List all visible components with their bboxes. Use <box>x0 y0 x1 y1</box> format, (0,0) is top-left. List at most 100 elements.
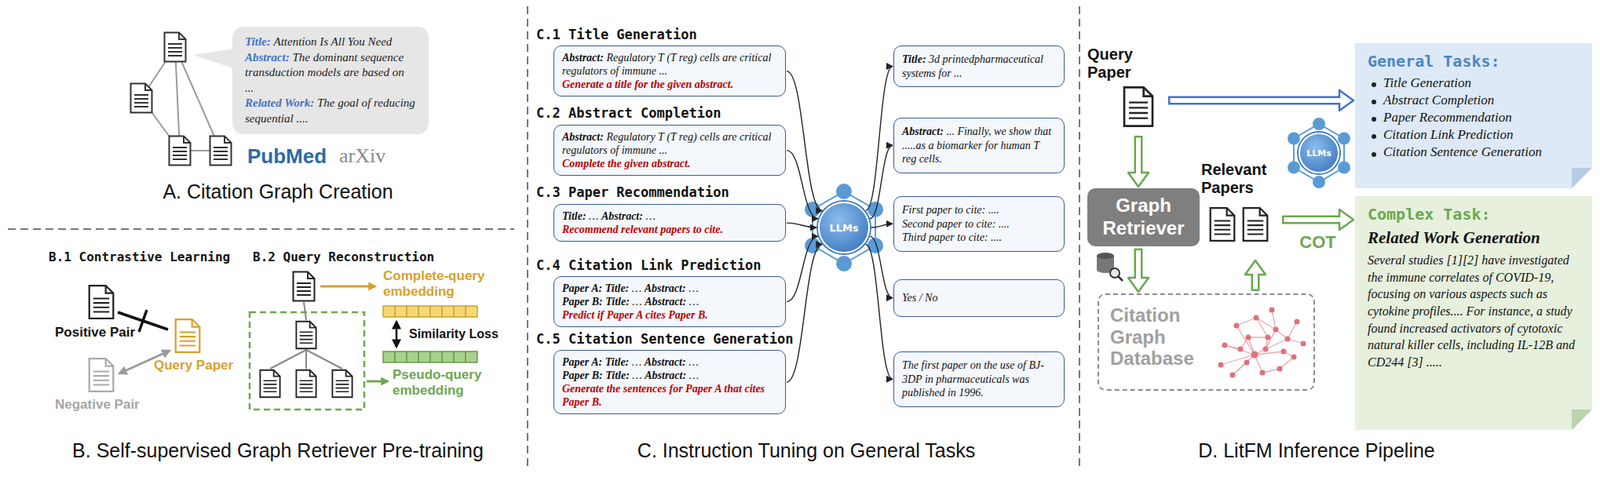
curve-arrow <box>786 71 822 212</box>
text: Yes / No <box>902 292 938 304</box>
text: Abstract: <box>562 51 604 64</box>
llm-satellite <box>1338 162 1350 174</box>
output-box: Title:3d printedpharmaceutical systems f… <box>893 45 1065 88</box>
text: Abstract Completion <box>1367 91 1580 110</box>
connector <box>865 66 893 212</box>
network-dot <box>1253 315 1260 322</box>
section-heading: C.2 Abstract Completion <box>536 105 721 121</box>
embedding-label: Complete-query embedding <box>383 268 501 301</box>
connector <box>871 223 893 228</box>
curve-arrow <box>786 236 819 302</box>
text: Title Generation <box>1367 74 1580 92</box>
embedding-bar <box>383 351 478 363</box>
text: Paper A: <box>562 282 603 295</box>
network-dot <box>1273 327 1279 333</box>
paper-icon <box>131 84 153 114</box>
embedding-label: Pseudo-query embedding <box>392 367 511 400</box>
llm-satellite <box>1313 176 1325 188</box>
input-box: Paper A:Title:…Abstract:…Paper B:Title:…… <box>553 276 786 328</box>
embedding-cells <box>394 306 466 318</box>
network-dot <box>1291 354 1297 361</box>
llm-satellite <box>836 256 852 271</box>
bubble-tail <box>193 48 236 70</box>
output-box: Yes / No <box>893 279 1065 318</box>
text: Relevant Papers <box>1201 160 1267 197</box>
text: Paper Recommendation <box>1367 109 1580 127</box>
text: The first paper on the use of BJ-3DP in … <box>902 359 1045 399</box>
curve-arrow <box>869 236 893 298</box>
connector <box>1128 248 1149 293</box>
output-box: First paper to cite: ....Second paper to… <box>893 196 1065 253</box>
text: … <box>631 295 642 308</box>
network-dot <box>1285 336 1291 343</box>
text: Graph Retriever <box>1102 194 1184 239</box>
llm-circle: LLMs <box>1298 132 1340 174</box>
embedding-cells <box>394 351 466 363</box>
connector <box>869 145 893 219</box>
paper-icon <box>293 272 315 302</box>
panel-caption: B. Self-supervised Graph Retriever Pre-t… <box>26 439 530 463</box>
input-box: Title:…Abstract:…Recommend relevant pape… <box>553 204 786 242</box>
curve-arrow <box>786 244 822 383</box>
paper-icon <box>169 136 191 166</box>
paper-icon <box>89 358 114 392</box>
text: Recommend relevant papers to cite. <box>562 223 724 236</box>
text: Title: <box>902 53 927 66</box>
paper-icon <box>259 370 280 399</box>
curve-arrow <box>865 244 893 380</box>
text: Third paper to cite: .... <box>902 231 1002 244</box>
separators <box>7 6 1080 472</box>
arrow-hollow <box>1136 250 1141 282</box>
pipeline-icons <box>1096 87 1307 378</box>
text: Title: <box>605 356 630 369</box>
network-dot <box>1277 366 1283 373</box>
llm-network-d <box>1288 118 1350 188</box>
text: Abstract: <box>644 369 687 382</box>
text: … <box>688 282 698 295</box>
text: LLMs <box>1306 148 1332 159</box>
text: Title: <box>605 282 630 295</box>
network-dot <box>1263 347 1269 353</box>
curve-arrow <box>786 222 817 228</box>
connector <box>786 222 817 228</box>
text: Citation Link Prediction <box>1367 126 1580 144</box>
query-paper: Query Paper <box>1087 45 1166 134</box>
network-dot <box>1281 349 1287 355</box>
text: Several studies [1][2] have investigated… <box>1367 252 1580 371</box>
complete-arrow <box>320 285 376 289</box>
graph-network <box>1218 307 1307 379</box>
connector <box>865 244 893 380</box>
llm-satellite <box>1313 118 1325 130</box>
hex-ring <box>812 191 876 264</box>
network-dot <box>1238 347 1244 353</box>
network-dot <box>1260 370 1266 377</box>
section-heading: C.4 Citation Link Prediction <box>536 257 762 274</box>
network-dot <box>1218 362 1224 369</box>
panel-caption: A. Citation Graph Creation <box>26 180 530 204</box>
text: Query Paper <box>1087 45 1133 81</box>
section-heading: C.3 Paper Recommendation <box>536 184 730 201</box>
paper-icon <box>89 285 114 319</box>
llm-satellite <box>836 184 852 199</box>
llm-network-c <box>805 184 883 271</box>
logo-text: arXiv <box>339 144 386 169</box>
arrow-hollow <box>1252 271 1258 290</box>
connector <box>1245 260 1266 292</box>
text: … <box>588 210 599 223</box>
connector <box>786 236 819 302</box>
page-fold <box>1571 168 1593 189</box>
network-dot <box>1222 343 1228 349</box>
text: Related Work: <box>244 96 315 110</box>
paper-icon <box>295 370 316 399</box>
text: Related Work Generation <box>1367 227 1580 249</box>
input-box: Abstract:Regulatory T (T reg) cells are … <box>553 45 786 97</box>
text: Abstract: <box>902 125 944 138</box>
edge-label: COT <box>1299 232 1336 253</box>
network-dot <box>1230 372 1236 379</box>
text: Abstract: <box>562 131 604 143</box>
text: Complex Task: <box>1367 204 1580 225</box>
paper-icon <box>210 136 232 166</box>
text: LLMs <box>829 222 859 234</box>
loss-label: Similarity Loss <box>409 326 499 342</box>
connector <box>1168 90 1354 111</box>
